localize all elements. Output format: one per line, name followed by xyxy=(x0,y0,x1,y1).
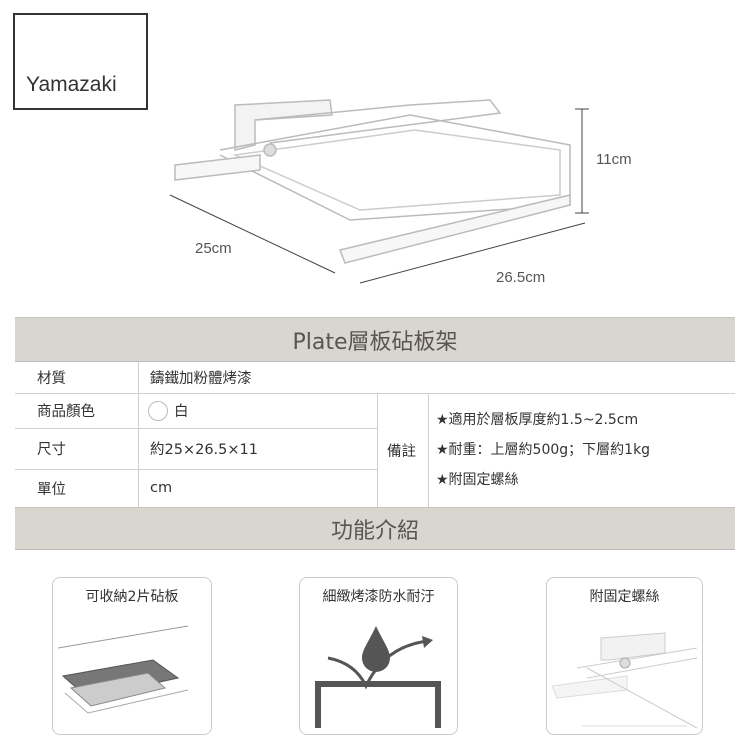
features-title: 功能介紹 xyxy=(15,507,735,550)
width-dimension: 26.5cm xyxy=(496,269,546,286)
color-label: 商品顏色 xyxy=(37,404,95,420)
material-label: 材質 xyxy=(37,371,66,387)
remark-item: ★適用於層板厚度約1.5~2.5cm xyxy=(436,412,639,428)
remark-item: ★附固定螺絲 xyxy=(436,472,519,488)
remarks-label: 備註 xyxy=(387,443,416,460)
height-dimension: 11cm xyxy=(596,151,632,168)
unit-label: 單位 xyxy=(37,481,66,498)
white-swatch-icon xyxy=(148,400,168,421)
product-title: Plate層板砧板架 xyxy=(15,317,735,362)
feature-card: 附固定螺絲 xyxy=(546,577,703,735)
brand-logo: Yamazaki xyxy=(13,13,148,110)
remark-item: ★耐重：上層約500g；下層約1kg xyxy=(436,442,651,458)
waterproof-icon xyxy=(315,626,441,728)
cutting-board-storage-icon xyxy=(57,625,189,714)
remarks-list: ★適用於層板厚度約1.5~2.5cm ★耐重：上層約500g；下層約1kg ★附… xyxy=(436,405,650,495)
feature-card: 細緻烤漆防水耐汙 xyxy=(299,577,458,735)
material-value: 鑄鐵加粉體烤漆 xyxy=(150,371,252,387)
depth-dimension: 25cm xyxy=(195,240,232,257)
product-diagram xyxy=(169,99,589,284)
screw-mount-icon xyxy=(551,632,698,729)
color-value: 白 xyxy=(138,393,377,428)
feature-card: 可收納2片砧板 xyxy=(52,577,212,735)
unit-value: cm xyxy=(150,480,173,496)
size-value: 約25×26.5×11 xyxy=(150,442,258,458)
size-label: 尺寸 xyxy=(37,442,66,458)
